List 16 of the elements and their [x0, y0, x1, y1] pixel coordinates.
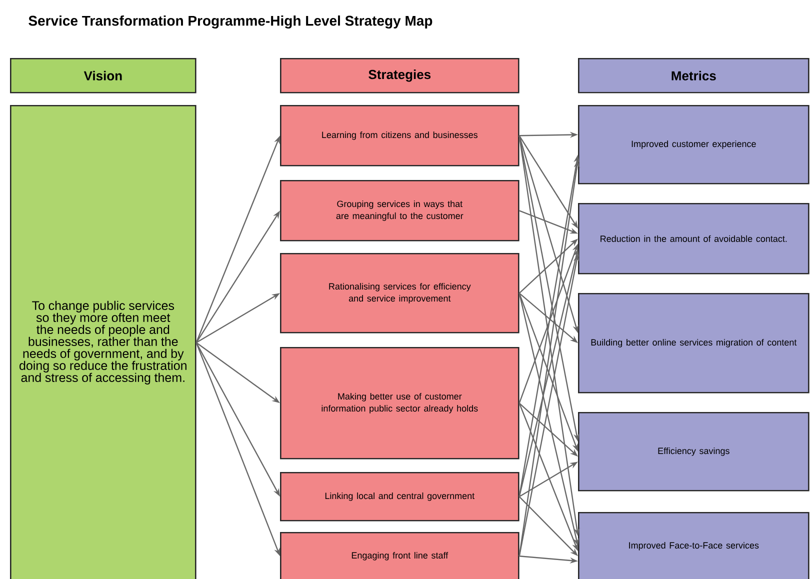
metric-box: Reduction in the amount of avoidable contact.: [578, 203, 810, 274]
strategy-box: Linking local and central government: [280, 472, 520, 522]
vision-box: To change public services so they more often meet the needs of people and businesses, rather than the needs of government, and by doing so reduce the frustration and stress of accessing them.: [10, 105, 196, 579]
strategy-box: Learning from citizens and businesses: [280, 105, 520, 166]
strategy-box: Grouping services in ways that are meaningful to the customer: [280, 180, 520, 242]
title: Service Transformation Programme-High Level Strategy Map: [28, 15, 432, 29]
metric-box: Efficiency savings: [578, 412, 810, 492]
strategies-header: Strategies: [280, 58, 520, 94]
vision-header: Vision: [10, 58, 196, 94]
strategy-box: Making better use of customer information public sector already holds: [280, 347, 520, 460]
metric-box: Improved Face-to-Face services: [578, 512, 810, 579]
metrics-header: Metrics: [578, 58, 810, 94]
strategy-box: Engaging front line staff: [280, 532, 520, 579]
metric-box: Building better online services migration of content: [578, 293, 810, 394]
strategy-box: Rationalising services for efficiency and service improvement: [280, 253, 520, 334]
metric-box: Improved customer experience: [578, 105, 810, 184]
